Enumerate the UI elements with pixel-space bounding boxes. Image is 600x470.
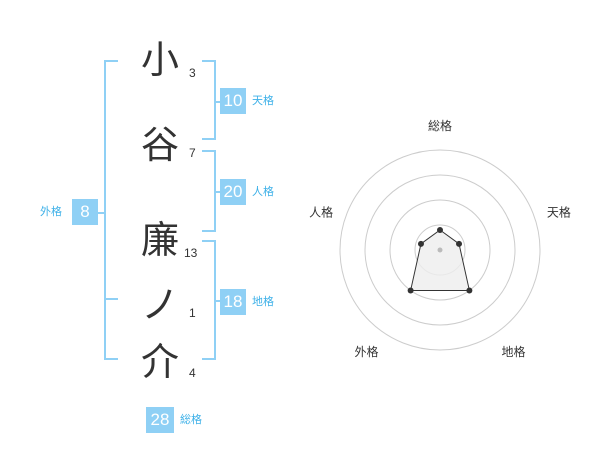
radar-point-1 bbox=[456, 240, 463, 247]
gaikaku-bracket bbox=[104, 60, 118, 360]
radar-point-4 bbox=[417, 240, 424, 247]
chikaku-label: 地格 bbox=[252, 295, 274, 308]
stroke-count-2: 7 bbox=[189, 146, 196, 160]
stroke-count-4: 1 bbox=[189, 306, 196, 320]
tenkaku-bracket-connector bbox=[214, 101, 222, 103]
radar-ring-3 bbox=[364, 174, 516, 326]
name-char-2: 谷 bbox=[140, 123, 179, 167]
jinkaku-bracket-connector bbox=[214, 191, 222, 193]
gaikaku-label: 外格 bbox=[40, 205, 62, 218]
radar-center bbox=[437, 247, 443, 253]
chikaku-value: 18 bbox=[220, 289, 246, 315]
tenkaku-label: 天格 bbox=[252, 94, 274, 107]
chikaku-bracket-connector bbox=[214, 300, 222, 302]
gaikaku-bracket-tick bbox=[104, 298, 118, 300]
soukaku-label: 総格 bbox=[180, 413, 202, 426]
stroke-count-3: 13 bbox=[184, 246, 198, 260]
radar-point-2 bbox=[466, 287, 473, 294]
radar-ring-2 bbox=[389, 199, 491, 301]
stroke-count-5: 4 bbox=[189, 366, 196, 380]
radar-shape bbox=[409, 229, 471, 291]
tenkaku-bracket bbox=[202, 60, 216, 140]
jinkaku-label: 人格 bbox=[252, 185, 274, 198]
radar-axis-label-2: 地格 bbox=[501, 344, 525, 359]
gaikaku-value: 8 bbox=[72, 199, 98, 225]
stroke-count-1: 3 bbox=[189, 66, 196, 80]
name-char-1: 小 bbox=[140, 38, 179, 82]
tenkaku-value: 10 bbox=[220, 88, 246, 114]
name-char-3: 廉 bbox=[140, 218, 179, 262]
jinkaku-value: 20 bbox=[220, 179, 246, 205]
radar-axis-label-4: 人格 bbox=[309, 204, 333, 219]
name-char-5: 介 bbox=[140, 340, 179, 384]
radar-point-3 bbox=[407, 287, 414, 294]
radar-axis-label-3: 外格 bbox=[355, 344, 379, 359]
radar-ring-4 bbox=[339, 149, 541, 351]
radar-axis-label-0: 総格 bbox=[428, 118, 452, 133]
gaikaku-bracket-connector bbox=[98, 212, 106, 214]
soukaku-value: 28 bbox=[146, 407, 174, 433]
name-char-4: ノ bbox=[140, 283, 179, 327]
radar-point-0 bbox=[437, 227, 443, 233]
radar-axis-label-1: 天格 bbox=[547, 204, 571, 219]
